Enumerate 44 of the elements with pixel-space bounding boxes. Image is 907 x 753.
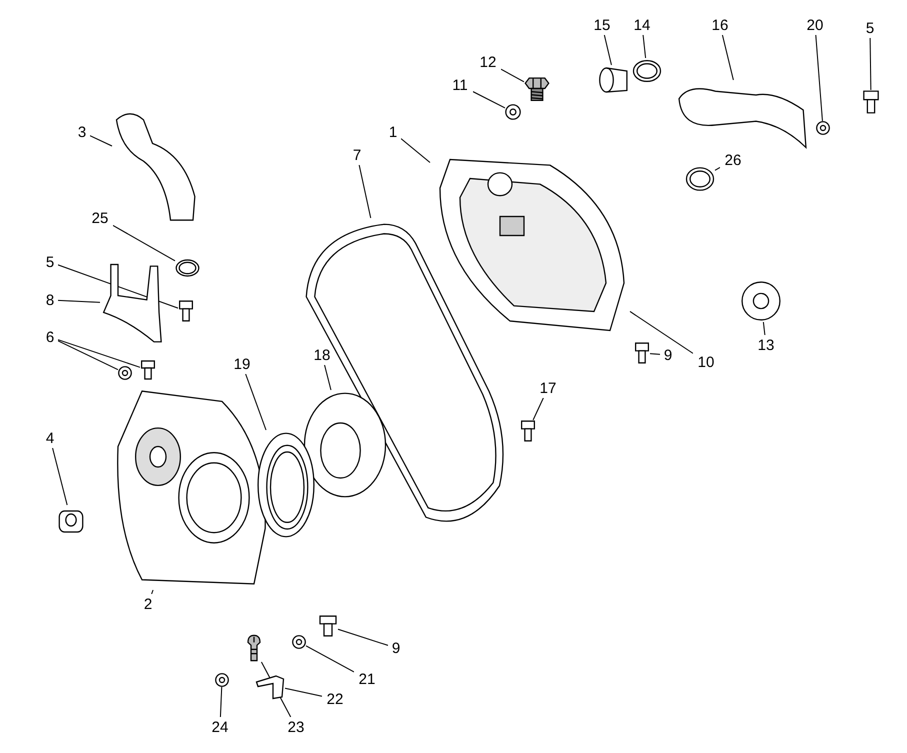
bolt-drawing — [634, 342, 650, 364]
leader-line — [722, 34, 734, 80]
leader-line — [58, 300, 100, 303]
hose-clamp-drawing — [175, 258, 200, 278]
bolt-drawing — [140, 360, 156, 380]
plug-drawing — [524, 76, 550, 102]
leader-line — [245, 374, 266, 430]
seal-drawing — [255, 430, 317, 540]
leader-line — [630, 310, 694, 354]
leader-line — [151, 590, 154, 594]
leader-line — [58, 340, 118, 370]
leader-line — [650, 353, 660, 355]
washer-drawing — [816, 121, 830, 135]
leader-line — [400, 138, 430, 164]
leader-line — [52, 448, 68, 506]
washer-drawing — [292, 635, 306, 649]
leader-line — [324, 364, 332, 390]
leader-line — [642, 34, 646, 58]
leader-line — [58, 339, 140, 368]
bolt-drawing — [178, 300, 194, 322]
washer-drawing — [215, 673, 229, 687]
leader-line — [714, 166, 720, 171]
hose-clamp-drawing — [685, 165, 715, 193]
washer-drawing — [740, 280, 782, 322]
leader-line — [112, 224, 176, 262]
leader-line — [815, 34, 823, 122]
washer-drawing — [118, 366, 132, 380]
leader-line — [472, 91, 506, 108]
leader-line — [90, 135, 112, 146]
bolt-drawing — [520, 420, 536, 442]
leader-line — [284, 688, 322, 697]
leader-line — [604, 34, 612, 66]
leader-line — [762, 322, 766, 336]
bolt-drawing — [862, 90, 880, 114]
leader-line — [870, 38, 872, 90]
leader-line — [306, 645, 354, 672]
leader-line — [220, 686, 222, 718]
hose-clamp-drawing — [632, 58, 662, 84]
leader-line — [500, 68, 524, 82]
washer-drawing — [505, 104, 521, 120]
leader-line — [532, 398, 544, 420]
leader-line — [358, 164, 372, 218]
bolt-drawing — [318, 615, 338, 637]
leader-line — [338, 628, 388, 646]
